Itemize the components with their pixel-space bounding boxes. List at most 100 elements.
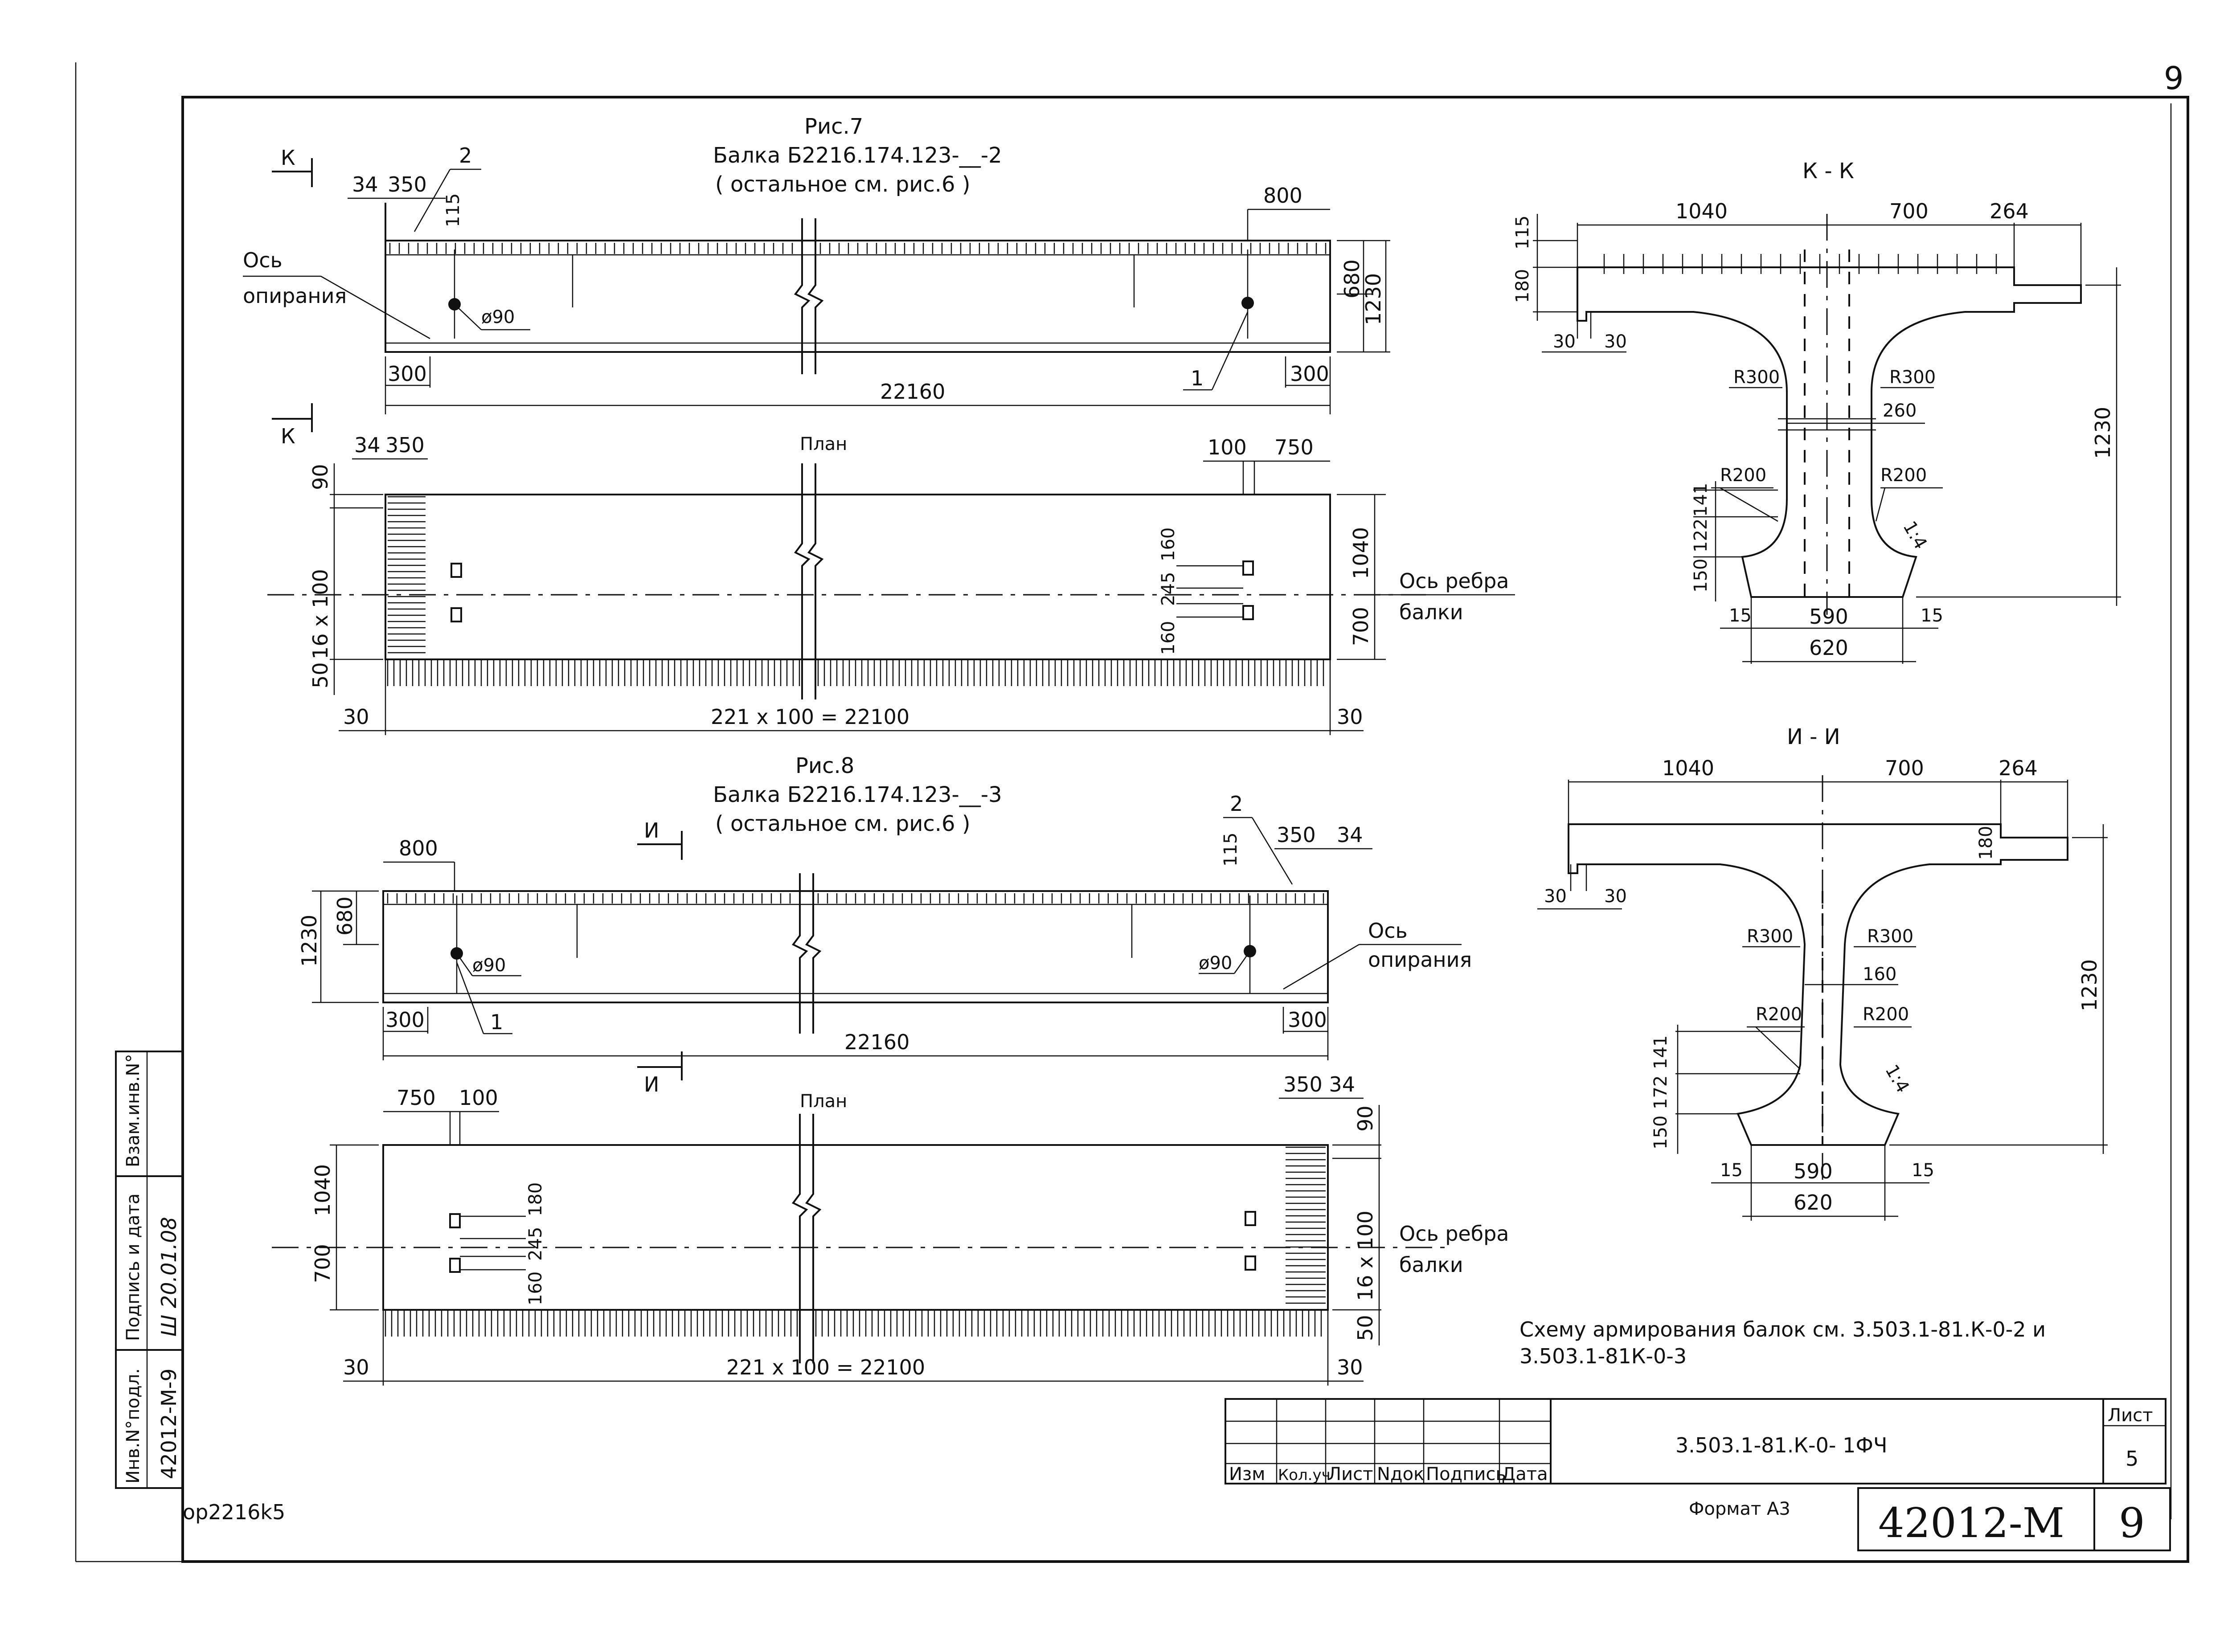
kk-r300-left: R300 — [1733, 367, 1780, 388]
kk-dim-180: 180 — [1512, 269, 1533, 303]
tb-sheet-value: 5 — [2126, 1447, 2138, 1471]
fig7-callout-1: 1 — [1191, 366, 1204, 390]
fig7-section-mark-bottom: К — [281, 424, 295, 448]
tb-col-data: Дата — [1502, 1464, 1548, 1484]
fig7-dim-350: 350 — [388, 172, 427, 196]
sheet-frame — [75, 62, 2189, 1563]
tb-col-koluch: Кол.уч — [1278, 1466, 1331, 1484]
plan8-ribs-bottom — [385, 1310, 1322, 1337]
kk-dim-122: 122 — [1691, 519, 1711, 552]
plan8-dim-700: 700 — [311, 1244, 335, 1283]
kk-slope: 1:4 — [1899, 518, 1931, 553]
kk-r300-right: R300 — [1889, 367, 1936, 388]
tb-archive-sheet: 9 — [2119, 1499, 2145, 1547]
plan8-dim-30-left: 30 — [343, 1355, 369, 1379]
section-ii: И - И 1040 700 264 180 30 30 R300 R300 1… — [1537, 724, 2108, 1221]
side-stamp: Взам.инв.N° Подпись и дата Ш 20.01.08 Ин… — [115, 1051, 184, 1489]
fig7-elevation: Рис.7 Балка Б2216.174.123-__-2 ( остальн… — [243, 114, 1390, 448]
ii-slope: 1:4 — [1881, 1061, 1913, 1096]
fig8-support-axis-2: опирания — [1368, 948, 1472, 972]
fig8-dim-680: 680 — [333, 896, 357, 936]
ii-dim-172: 172 — [1651, 1075, 1671, 1109]
plan8-dim-90: 90 — [1353, 1105, 1377, 1132]
fig8-phi90-right: ø90 — [1199, 953, 1232, 973]
plan7-dim-160a: 160 — [1158, 527, 1179, 561]
fig8-dim-22160: 22160 — [844, 1030, 909, 1054]
tb-format: Формат А3 — [1689, 1499, 1790, 1519]
plan7-dim-1040: 1040 — [1349, 527, 1373, 579]
plan7-title: План — [800, 434, 847, 454]
kk-dim-15-left: 15 — [1729, 605, 1752, 626]
fig8-callout-2: 2 — [1230, 792, 1243, 816]
ii-r300-right: R300 — [1867, 926, 1913, 947]
fig8-stirrups — [387, 893, 1324, 904]
fig8-elevation: Рис.8 Балка Б2216.174.123-__-3 ( остальн… — [297, 753, 1472, 1096]
fig7-phi90: ø90 — [481, 307, 515, 327]
note-line-1: Схему армирования балок см. 3.503.1-81.К… — [1519, 1317, 2046, 1341]
kk-dim-590: 590 — [1809, 605, 1848, 629]
fig8-support-axis-1: Ось — [1368, 919, 1408, 943]
ii-dim-1230: 1230 — [2077, 959, 2101, 1011]
fig7-dim-300-right: 300 — [1290, 362, 1329, 386]
section-kk-title: К - К — [1802, 159, 1854, 184]
plan7-dim-90: 90 — [308, 464, 332, 490]
ii-r200-left: R200 — [1756, 1004, 1802, 1025]
plan7-dim-34: 34 — [354, 433, 381, 457]
side-replace-label: Взам.инв.N° — [123, 1054, 143, 1167]
plan7: План 34 350 100 750 90 16 x 100 50 160 2… — [267, 433, 1515, 735]
section-kk-outline — [1577, 266, 2082, 598]
tb-archive-number: 42012-M — [1878, 1499, 2064, 1547]
fig7-dim-680: 680 — [1340, 259, 1364, 299]
plan8-dim-50: 50 — [1353, 1315, 1377, 1341]
title-block: Изм Кол.уч Лист Nдок Подпись Дата 3.503.… — [183, 1398, 2171, 1551]
fig7-dim-22160: 22160 — [880, 380, 945, 404]
kk-dim-260: 260 — [1883, 401, 1917, 421]
kk-dim-700: 700 — [1889, 199, 1929, 223]
side-sign-value: Ш 20.01.08 — [157, 1217, 181, 1337]
fig8-label: Рис.8 — [795, 753, 854, 778]
ii-dim-141: 141 — [1651, 1035, 1671, 1069]
plan7-dim-350: 350 — [385, 433, 425, 457]
kk-dim-264: 264 — [1990, 199, 2029, 223]
fig8-callout-1: 1 — [490, 1010, 503, 1034]
reinforcement-note: Схему армирования балок см. 3.503.1-81.К… — [1519, 1317, 2046, 1368]
kk-dim-115: 115 — [1512, 216, 1533, 249]
plan7-dim-30-left: 30 — [343, 705, 369, 729]
plan8-dim-245: 245 — [525, 1227, 546, 1261]
fig7-support-axis-2: опирания — [243, 284, 347, 308]
fig8-subtitle: ( остальное см. рис.6 ) — [715, 811, 971, 836]
kk-dim-30a: 30 — [1553, 331, 1576, 352]
plan8-dim-750: 750 — [397, 1086, 436, 1110]
tb-sheet-label: Лист — [2108, 1405, 2153, 1426]
fig7-dim-34: 34 — [352, 172, 378, 196]
plan7-rib-axis-1: Ось ребра — [1399, 569, 1509, 593]
plan7-dim-700: 700 — [1349, 607, 1373, 646]
fig8-dim-300-right: 300 — [1288, 1008, 1327, 1032]
plan8-title: План — [800, 1091, 847, 1112]
plan7-dim-50: 50 — [308, 662, 332, 688]
ii-dim-15-left: 15 — [1720, 1160, 1743, 1181]
plan7-total: 221 x 100 = 22100 — [711, 705, 909, 729]
fig7-dim-1230: 1230 — [1361, 273, 1385, 325]
ii-dim-1040: 1040 — [1662, 756, 1714, 780]
plan8: План 750 100 350 34 90 16 x 100 50 Ось р… — [272, 1072, 1509, 1386]
side-inv-value: 42012-M-9 — [157, 1369, 181, 1480]
fig7-section-mark-top: К — [281, 146, 295, 170]
plan8-dim-16x100: 16 x 100 — [1353, 1210, 1377, 1301]
kk-dim-150: 150 — [1691, 559, 1711, 593]
sheet-number-top: 9 — [2164, 60, 2184, 97]
tb-col-izm: Изм — [1229, 1464, 1265, 1484]
plan8-dim-160: 160 — [525, 1272, 546, 1305]
plan7-dim-245: 245 — [1158, 572, 1179, 606]
plan7-hatch-left — [388, 496, 426, 654]
plan8-rib-axis-1: Ось ребра — [1399, 1222, 1509, 1246]
plan8-dim-30-right: 30 — [1337, 1355, 1363, 1379]
tb-col-ndok: Nдок — [1377, 1464, 1424, 1484]
fig8-dim-350: 350 — [1277, 823, 1316, 847]
ii-dim-264: 264 — [1999, 756, 2038, 780]
plan7-ribs-bottom — [387, 659, 1324, 686]
plan7-dim-160b: 160 — [1158, 621, 1179, 655]
kk-dim-620: 620 — [1809, 636, 1848, 660]
fig8-phi90-left: ø90 — [472, 955, 506, 976]
